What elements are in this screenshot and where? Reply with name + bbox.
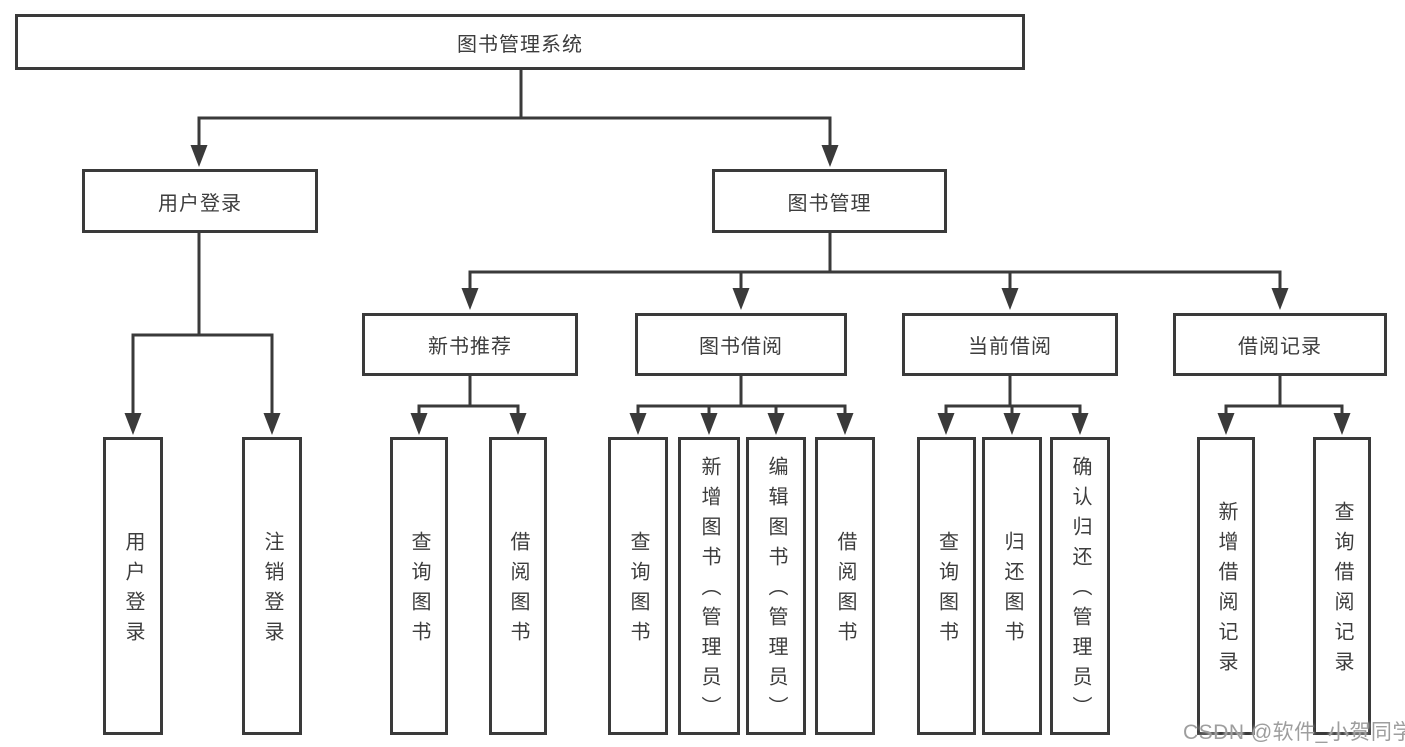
- leaf-add-books-admin: 新增图书（管理员）: [678, 437, 740, 735]
- leaf-user-login-label: 用户登录: [122, 531, 144, 651]
- node-borrowing-records: 借阅记录: [1173, 313, 1387, 376]
- leaf-borrow-books-recommend: 借阅图书: [489, 437, 547, 735]
- leaf-user-login: 用户登录: [103, 437, 163, 735]
- connector-root-to-level2: [190, 68, 839, 167]
- node-current-borrowing: 当前借阅: [902, 313, 1118, 376]
- node-book-borrowing: 图书借阅: [635, 313, 847, 376]
- connector-current-borrowing-children: [937, 374, 1089, 435]
- node-book-borrowing-label: 图书借阅: [699, 336, 783, 358]
- connector-new-book-recommend-children: [410, 374, 527, 435]
- node-new-book-recommend: 新书推荐: [362, 313, 578, 376]
- leaf-query-books-recommend-label: 查询图书: [408, 531, 430, 651]
- connector-book-borrowing-children: [629, 374, 854, 435]
- connector-user-login-children: [124, 232, 281, 435]
- leaf-edit-books-admin: 编辑图书（管理员）: [746, 437, 806, 735]
- leaf-query-borrow-record: 查询借阅记录: [1313, 437, 1371, 735]
- node-user-login: 用户登录: [82, 169, 318, 233]
- csdn-watermark: CSDN @软件_小贺同学: [1183, 721, 1405, 744]
- node-root: 图书管理系统: [15, 14, 1025, 70]
- connector-borrowing-records-children: [1217, 374, 1351, 435]
- node-current-borrowing-label: 当前借阅: [968, 336, 1052, 358]
- leaf-borrow-books-recommend-label: 借阅图书: [507, 531, 529, 651]
- node-book-management: 图书管理: [712, 169, 947, 233]
- connector-book-management-to-level3: [461, 232, 1289, 310]
- node-book-management-label: 图书管理: [787, 192, 872, 215]
- leaf-return-books-label: 归还图书: [1001, 531, 1023, 651]
- leaf-add-borrow-record: 新增借阅记录: [1197, 437, 1255, 735]
- leaf-add-borrow-record-label: 新增借阅记录: [1215, 501, 1237, 681]
- leaf-borrow-books-borrowing-label: 借阅图书: [834, 531, 856, 651]
- leaf-confirm-return-admin-label: 确认归还（管理员）: [1069, 456, 1091, 726]
- node-user-login-label: 用户登录: [158, 192, 242, 215]
- node-borrowing-records-label: 借阅记录: [1238, 336, 1322, 358]
- leaf-query-borrow-record-label: 查询借阅记录: [1331, 501, 1353, 681]
- leaf-query-books-current-label: 查询图书: [935, 531, 958, 651]
- leaf-query-books-borrowing-label: 查询图书: [627, 531, 649, 651]
- leaf-logout-label: 注销登录: [261, 531, 283, 651]
- leaf-add-books-admin-label: 新增图书（管理员）: [698, 456, 720, 726]
- leaf-return-books: 归还图书: [982, 437, 1042, 735]
- node-root-label: 图书管理系统: [457, 33, 583, 56]
- node-new-book-recommend-label: 新书推荐: [428, 336, 512, 358]
- leaf-confirm-return-admin: 确认归还（管理员）: [1050, 437, 1110, 735]
- leaf-query-books-recommend: 查询图书: [390, 437, 448, 735]
- leaf-query-books-current: 查询图书: [917, 437, 976, 735]
- leaf-borrow-books-borrowing: 借阅图书: [815, 437, 875, 735]
- leaf-query-books-borrowing: 查询图书: [608, 437, 668, 735]
- leaf-logout: 注销登录: [242, 437, 302, 735]
- leaf-edit-books-admin-label: 编辑图书（管理员）: [765, 456, 787, 726]
